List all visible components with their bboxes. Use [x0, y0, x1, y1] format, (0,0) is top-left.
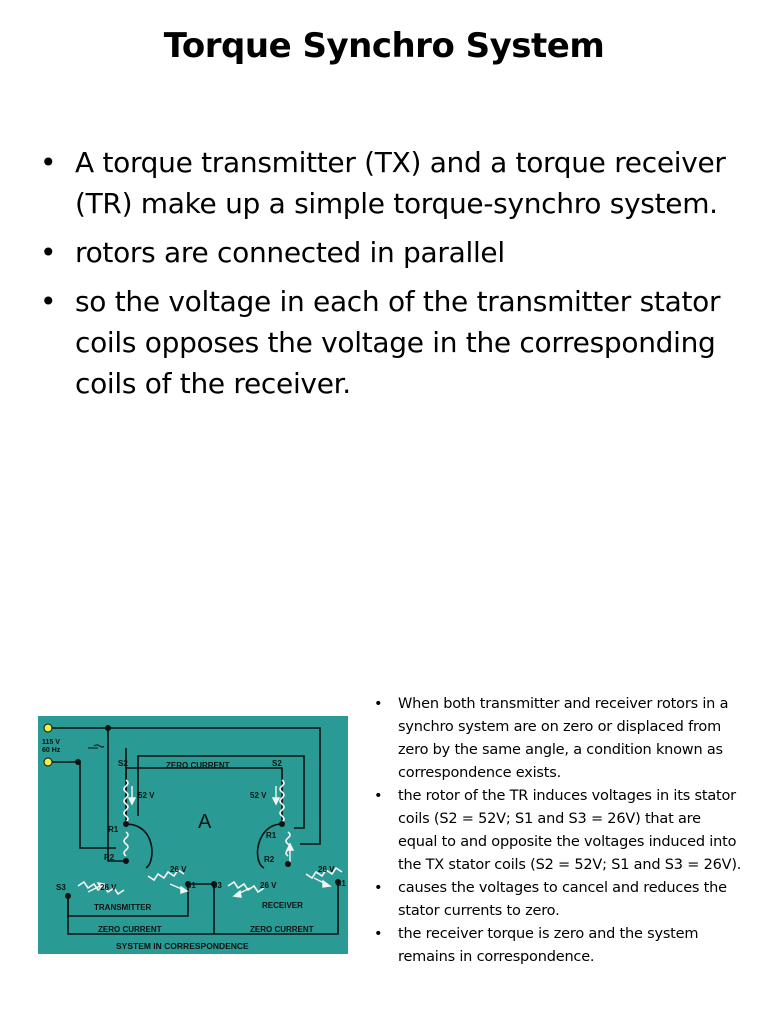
zero-current-top: ZERO CURRENT: [166, 761, 230, 770]
zero-current-right: ZERO CURRENT: [250, 925, 314, 934]
side-bullet: the receiver torque is zero and the syst…: [372, 923, 742, 969]
tx-s1-label: S1: [186, 881, 196, 890]
tx-s1-coil: [147, 868, 185, 882]
main-bullet-list: A torque transmitter (TX) and a torque r…: [40, 142, 740, 412]
main-bullet: rotors are connected in parallel: [40, 232, 740, 273]
receiver-label: RECEIVER: [262, 901, 303, 910]
tx-s2-coil: [123, 779, 129, 823]
source-voltage-label: 115 V: [42, 739, 60, 746]
source-terminal-bottom: [43, 757, 53, 767]
tr-26v-left: 26 V: [260, 881, 277, 890]
switch-icon: [88, 744, 105, 749]
zero-current-left: ZERO CURRENT: [98, 925, 162, 934]
tr-26v-right: 26 V: [318, 865, 335, 874]
tr-s3-label: S3: [212, 881, 222, 890]
tr-52v-label: 52 V: [250, 791, 267, 800]
source-terminal-top: [43, 723, 53, 733]
tr-r1-label: R1: [266, 831, 277, 840]
transmitter-label: TRANSMITTER: [94, 903, 152, 912]
center-label: A: [198, 811, 212, 833]
voltage-arrows: [87, 786, 332, 898]
main-bullet: A torque transmitter (TX) and a torque r…: [40, 142, 740, 224]
tr-s3-coil: [227, 880, 265, 894]
synchro-diagram: 115 V 60 Hz: [38, 716, 348, 954]
side-bullet: When both transmitter and receiver rotor…: [372, 693, 742, 785]
tr-rotor-coil: [285, 831, 291, 857]
side-bullet-list: When both transmitter and receiver rotor…: [372, 693, 742, 969]
tx-r2-label: R2: [104, 853, 115, 862]
side-bullet: causes the voltages to cancel and reduce…: [372, 877, 742, 923]
tr-s1-label: S1: [336, 879, 346, 888]
side-bullet: the rotor of the TR induces voltages in …: [372, 785, 742, 877]
tx-26v-left: 26 V: [100, 883, 117, 892]
diagram-background: [38, 716, 348, 954]
tr-rotor-arc: [256, 823, 283, 869]
main-bullet: so the voltage in each of the transmitte…: [40, 281, 740, 404]
slide-title: Torque Synchro System: [163, 26, 605, 66]
source-freq-label: 60 Hz: [42, 747, 61, 754]
diagram-caption: SYSTEM IN CORRESPONDENCE: [116, 941, 249, 951]
tx-26v-right: 26 V: [170, 865, 187, 874]
tx-s2-label: S2: [118, 759, 128, 768]
tx-rotor-coil: [123, 831, 129, 857]
tr-s2-label: S2: [272, 759, 282, 768]
tr-s2-coil: [279, 779, 285, 823]
tx-s3-label: S3: [56, 883, 66, 892]
tx-52v-label: 52 V: [138, 791, 155, 800]
tr-r2-label: R2: [264, 855, 275, 864]
tx-r1-label: R1: [108, 825, 119, 834]
tx-rotor-arc: [125, 823, 153, 869]
tr-s1-coil: [305, 866, 343, 880]
junction-dots: [65, 725, 341, 899]
